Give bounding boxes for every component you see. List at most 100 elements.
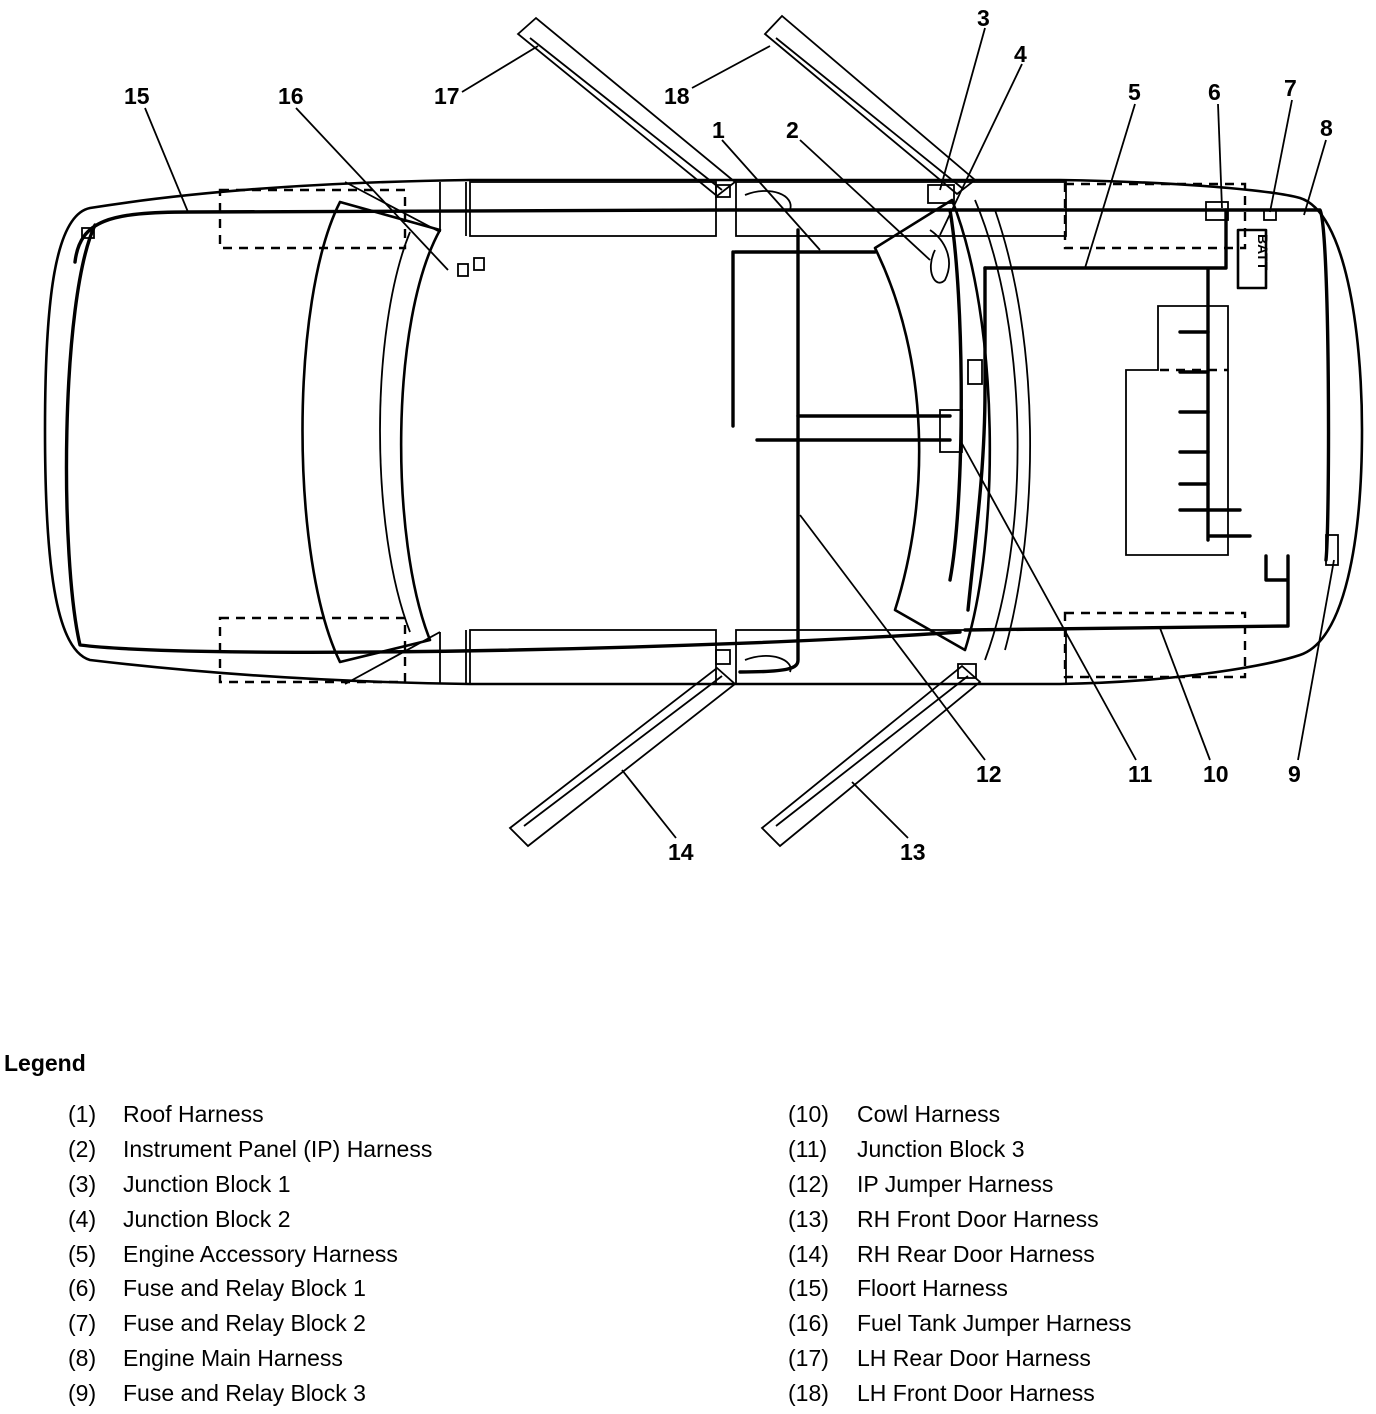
legend-item-number: (12)	[788, 1170, 829, 1197]
battery-label: BATT	[1255, 234, 1271, 271]
engine-main-harness-branch	[966, 266, 987, 612]
callout-7: 7	[1284, 75, 1297, 101]
legend-item-number: (4)	[68, 1205, 97, 1232]
legend-item-number: (18)	[788, 1380, 829, 1407]
rear-window-inner-curve	[379, 231, 411, 633]
legend-item: (15) Floort Harness	[788, 1271, 1348, 1306]
cowl-curve-1	[974, 199, 1019, 661]
lh-front-door-harness	[763, 14, 977, 196]
windshield-frame	[873, 198, 992, 652]
floor-harness-left-wire	[64, 223, 962, 654]
rear-pillar-bottom	[344, 631, 441, 685]
legend-item: (17) LH Rear Door Harness	[788, 1341, 1348, 1376]
legend-item: (9)Fuse and Relay Block 3	[68, 1376, 708, 1411]
legend-item-text: IP Jumper Harness	[857, 1170, 1054, 1197]
legend-item: (3) Junction Block 1	[68, 1167, 708, 1202]
callout-17: 17	[434, 83, 460, 109]
engine-accessory-wire	[983, 208, 1228, 270]
legend-item: (10) Cowl Harness	[788, 1097, 1348, 1132]
engine-main-stubs	[1178, 330, 1252, 538]
rear-window-frame	[301, 200, 442, 664]
engine-block-outline	[1125, 305, 1229, 556]
legend-item-text: Floort Harness	[857, 1275, 1008, 1302]
lh-rear-door-harness	[516, 16, 737, 198]
callout-12: 12	[976, 761, 1002, 787]
connectors	[81, 184, 1339, 679]
legend-item-text: Fuse and Relay Block 3	[123, 1380, 366, 1407]
ip-harness-wire	[948, 208, 963, 582]
rh-front-door-panel	[735, 629, 1067, 685]
callout-2: 2	[786, 117, 799, 143]
legend-item-text: Cowl Harness	[857, 1101, 1001, 1127]
callout-14: 14	[668, 839, 694, 865]
legend-item-number: (13)	[788, 1205, 829, 1232]
legend-title: Legend	[4, 1050, 86, 1076]
callout-leaders	[144, 27, 1335, 839]
floor-harness-wire	[73, 208, 1331, 562]
legend-item-number: (15)	[788, 1275, 829, 1302]
legend-item-number: (10)	[788, 1101, 829, 1127]
legend-item-number: (14)	[788, 1240, 829, 1267]
legend-item-number: (17)	[788, 1345, 829, 1372]
legend-item: (4) Junction Block 2	[68, 1202, 708, 1237]
legend-item-text: Fuel Tank Jumper Harness	[857, 1310, 1132, 1337]
legend-item-text: Engine Accessory Harness	[123, 1240, 398, 1267]
wiring-harness-diagram: BATT	[43, 5, 1364, 865]
legend-item-number: (3)	[68, 1170, 97, 1197]
rear-dashed-area-top	[218, 188, 407, 250]
callout-13: 13	[900, 839, 926, 865]
callout-11: 11	[1128, 761, 1153, 787]
callout-15: 15	[124, 83, 150, 109]
callout-1: 1	[712, 117, 725, 143]
legend-item-text: Junction Block 1	[123, 1170, 291, 1197]
legend-list-right: (10) Cowl Harness (11) Junction Block 3 (1…	[788, 1097, 1348, 1411]
rh-front-door-harness	[760, 664, 982, 848]
legend-item: (1) Roof Harness	[68, 1097, 708, 1132]
legend-item: (6) Fuse and Relay Block 1	[68, 1271, 708, 1306]
callout-4: 4	[1014, 41, 1027, 67]
legend-item: (12) IP Jumper Harness	[788, 1167, 1348, 1202]
callout-9: 9	[1288, 761, 1301, 787]
legend-item-text: LH Rear Door Harness	[857, 1345, 1091, 1372]
legend-list-left: (1) Roof Harness (2) Instrument Panel (IP)…	[68, 1097, 708, 1411]
callout-18: 18	[664, 83, 690, 109]
legend-item-text: Junction Block 3	[857, 1135, 1025, 1162]
legend-item-text: Junction Block 2	[123, 1205, 291, 1232]
legend-item: (16) Fuel Tank Jumper Harness	[788, 1306, 1348, 1341]
rear-pillar-top	[344, 181, 441, 233]
legend-item-number: (1)	[68, 1101, 97, 1127]
callout-8: 8	[1320, 115, 1333, 141]
callout-10: 10	[1203, 761, 1229, 787]
car-body-outline	[43, 178, 1364, 686]
legend-item: (11) Junction Block 3	[788, 1132, 1348, 1167]
callout-3: 3	[977, 5, 990, 31]
front-dashed-area-bottom	[1063, 611, 1247, 679]
rh-rear-door-harness	[508, 666, 737, 848]
rh-rear-door-panel	[469, 629, 717, 685]
legend-item-number: (8)	[68, 1345, 97, 1372]
legend-item-text: Instrument Panel (IP) Harness	[123, 1135, 433, 1162]
legend-item: (8) Engine Main Harness	[68, 1341, 708, 1376]
front-dashed-area-top	[1063, 182, 1247, 250]
callout-6: 6	[1208, 79, 1221, 105]
legend-item-text: Fuse and Relay Block 1	[123, 1275, 366, 1302]
legend-item-text: LH Front Door Harness	[857, 1380, 1095, 1407]
legend-item-text: Roof Harness	[123, 1101, 264, 1127]
legend-item-number: (2)	[68, 1135, 97, 1162]
legend-item-number: (11)	[788, 1135, 828, 1162]
callout-5: 5	[1128, 79, 1141, 105]
legend-item-text: RH Rear Door Harness	[857, 1240, 1095, 1267]
legend-item-number: (5)	[68, 1240, 97, 1267]
rear-dashed-area-bottom	[218, 616, 407, 684]
callout-16: 16	[278, 83, 304, 109]
legend-item: (14) RH Rear Door Harness	[788, 1237, 1348, 1272]
roof-harness-wire	[738, 228, 800, 674]
legend-item-number: (7)	[68, 1310, 97, 1337]
legend-item-number: (6)	[68, 1275, 97, 1302]
legend-item-number: (16)	[788, 1310, 829, 1337]
legend-item: (13) RH Front Door Harness	[788, 1202, 1348, 1237]
legend-item-text: Engine Main Harness	[123, 1345, 343, 1372]
legend-item-text: RH Front Door Harness	[857, 1205, 1099, 1232]
cowl-curve-2	[994, 209, 1031, 651]
cowl-harness-wire	[963, 554, 1290, 632]
